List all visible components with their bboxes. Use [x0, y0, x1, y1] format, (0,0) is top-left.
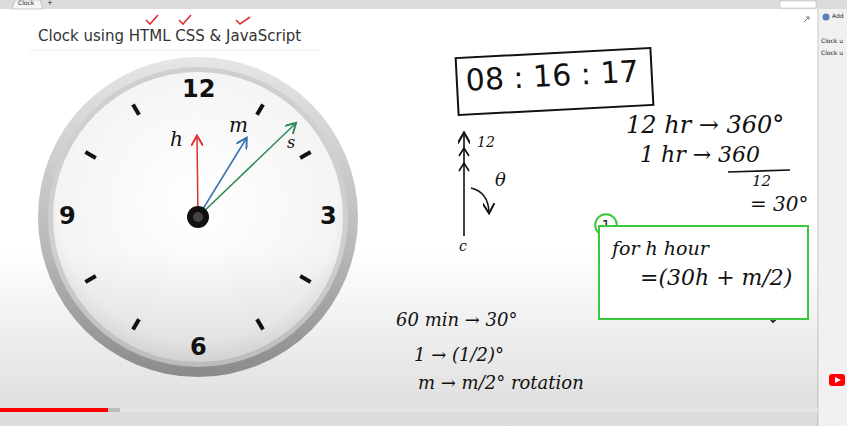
axis-label: c — [459, 238, 467, 254]
new-tab: + — [47, 0, 53, 7]
node-text: for h hour — [612, 237, 795, 259]
clock-number: 12 — [182, 76, 215, 104]
angle-label: θ — [495, 170, 506, 191]
angle-arc — [471, 188, 489, 212]
panel-button: Add — [832, 13, 844, 20]
note-line: 12 — [752, 173, 771, 190]
video-shade — [0, 250, 818, 426]
expand-icon — [804, 17, 809, 22]
tab-strip — [0, 0, 847, 9]
fraction-bar — [728, 170, 790, 172]
progress-played — [0, 408, 108, 412]
formula-box: for h hour =(30h + m/2) — [598, 225, 809, 320]
note-line: 12 hr → 360° — [626, 112, 784, 140]
title-rule — [30, 50, 320, 51]
panel-item: Clock u — [821, 50, 843, 57]
angle-scribble — [459, 148, 469, 171]
tab-label: Clock — [18, 0, 34, 7]
node-text: 08 : 16 : 17 — [465, 53, 644, 97]
progress-track — [0, 408, 818, 412]
note-line: m → m/2° rotation — [418, 373, 584, 394]
second-hand — [198, 124, 295, 217]
page-title: Clock using HTML CSS & JavaScript — [38, 28, 301, 45]
youtube-icon — [829, 374, 845, 386]
add-icon — [823, 14, 830, 21]
side-panel — [818, 9, 847, 426]
hour-hand — [197, 137, 198, 217]
clock-number: 9 — [59, 203, 76, 231]
hand-label: s — [287, 134, 295, 152]
axis-label: 12 — [477, 134, 495, 150]
center-dot-inner — [193, 212, 203, 222]
youtube-play — [835, 377, 841, 383]
note-line: 1 → (1/2)° — [414, 345, 504, 366]
note-line: 60 min → 30° — [396, 310, 517, 331]
clock-number: 3 — [320, 203, 337, 231]
node-formula: =(30h + m/2) — [640, 265, 795, 290]
note-line: = 30° — [750, 193, 809, 216]
panel-item: Clock u — [821, 38, 843, 45]
check-mark — [146, 15, 158, 24]
progress-buffer — [108, 408, 120, 412]
check-mark — [236, 17, 250, 24]
hand-label: h — [170, 128, 183, 151]
search-box — [780, 1, 816, 8]
center-dot — [187, 206, 209, 228]
check-mark — [179, 15, 191, 24]
hand-label: m — [229, 114, 248, 137]
note-line: 1 hr → 360 — [640, 142, 760, 167]
clock-number: 6 — [190, 334, 207, 362]
digital-display: 08 : 16 : 17 — [455, 47, 655, 116]
tab — [12, 0, 43, 9]
